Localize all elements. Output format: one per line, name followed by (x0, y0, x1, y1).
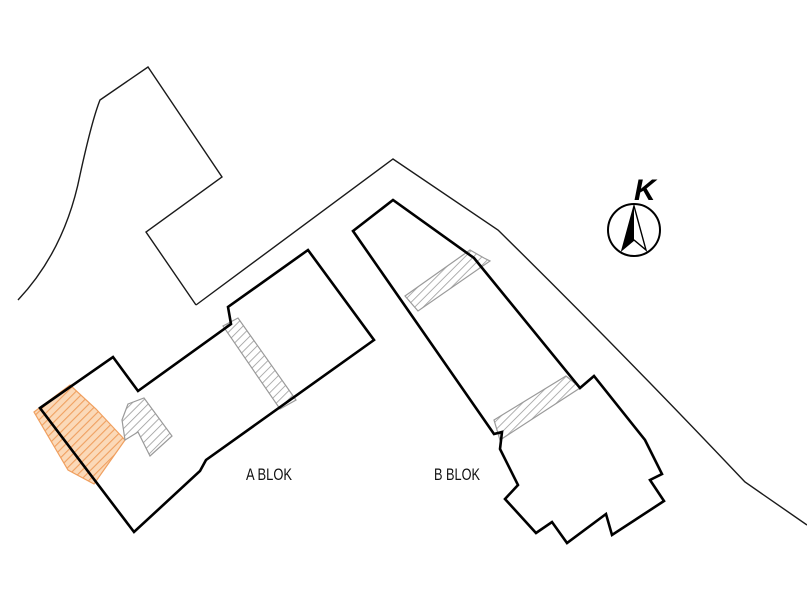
north-letter: K (634, 174, 658, 207)
orange-hatched-area (33, 384, 126, 485)
site-boundary-left (17, 66, 223, 306)
compass-north-arrow-icon (607, 203, 661, 257)
site-boundary-right (195, 158, 807, 526)
b-block-south-corridor-hatch (493, 375, 581, 441)
b-block-outline (351, 198, 666, 545)
a-block-corridor-hatch (222, 317, 297, 410)
a-block-outline (38, 248, 376, 534)
a-block-courtyard-hatch (121, 397, 173, 457)
b-block-label: B BLOK (434, 465, 480, 484)
a-block-label: A BLOK (246, 465, 292, 484)
b-block-north-corridor-hatch (404, 249, 492, 312)
